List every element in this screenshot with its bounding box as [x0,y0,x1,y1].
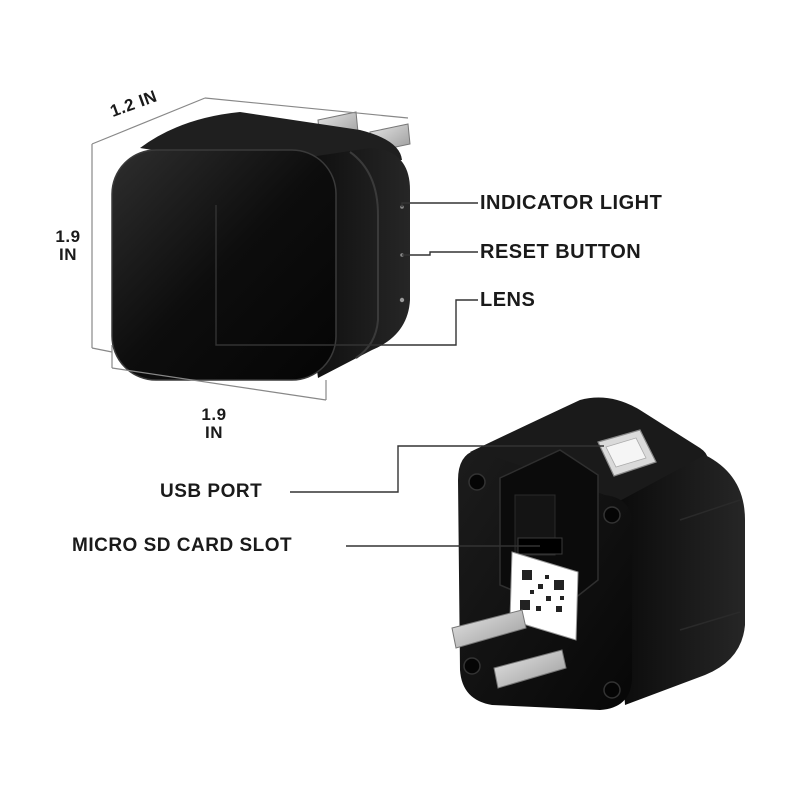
lens-leader [215,205,478,346]
dimension-lines [91,97,409,401]
callout-lines-bottom [290,445,604,547]
screw-hole-bottom-right [603,681,621,699]
screw-hole-bottom-left [463,657,481,675]
indicator-light-label: INDICATOR LIGHT [480,192,663,214]
screw-hole-top-left [468,473,486,491]
back-device-right-face [612,455,745,705]
usb-port-label: USB PORT [160,481,263,502]
qr-code-icon [520,570,564,612]
usb-port-leader [290,445,604,493]
indicator-light-leader [401,202,478,207]
width-dimension-unit: IN [205,423,223,442]
front-device-seam [349,151,379,359]
front-device-face [112,150,336,380]
width-dimension-label: 1.9 IN [190,406,238,442]
back-device [451,397,745,710]
front-device [111,111,411,381]
height-dimension-label: 1.9 IN [48,228,88,264]
lens-dot [399,297,405,303]
reset-button-leader [402,251,478,256]
lens-label: LENS [480,289,536,311]
back-prong-left [451,609,527,649]
reset-button-label: RESET BUTTON [480,241,642,263]
micro-sd-card-slot-label: MICRO SD CARD SLOT [72,535,293,556]
back-prong-right [493,649,567,689]
height-dimension-value: 1.9 [55,227,81,246]
back-device-top-face [470,397,708,512]
width-dimension-value: 1.9 [201,405,227,424]
screw-hole-top-right [603,506,621,524]
height-dimension-unit: IN [59,245,77,264]
callout-lines-top [215,202,478,346]
